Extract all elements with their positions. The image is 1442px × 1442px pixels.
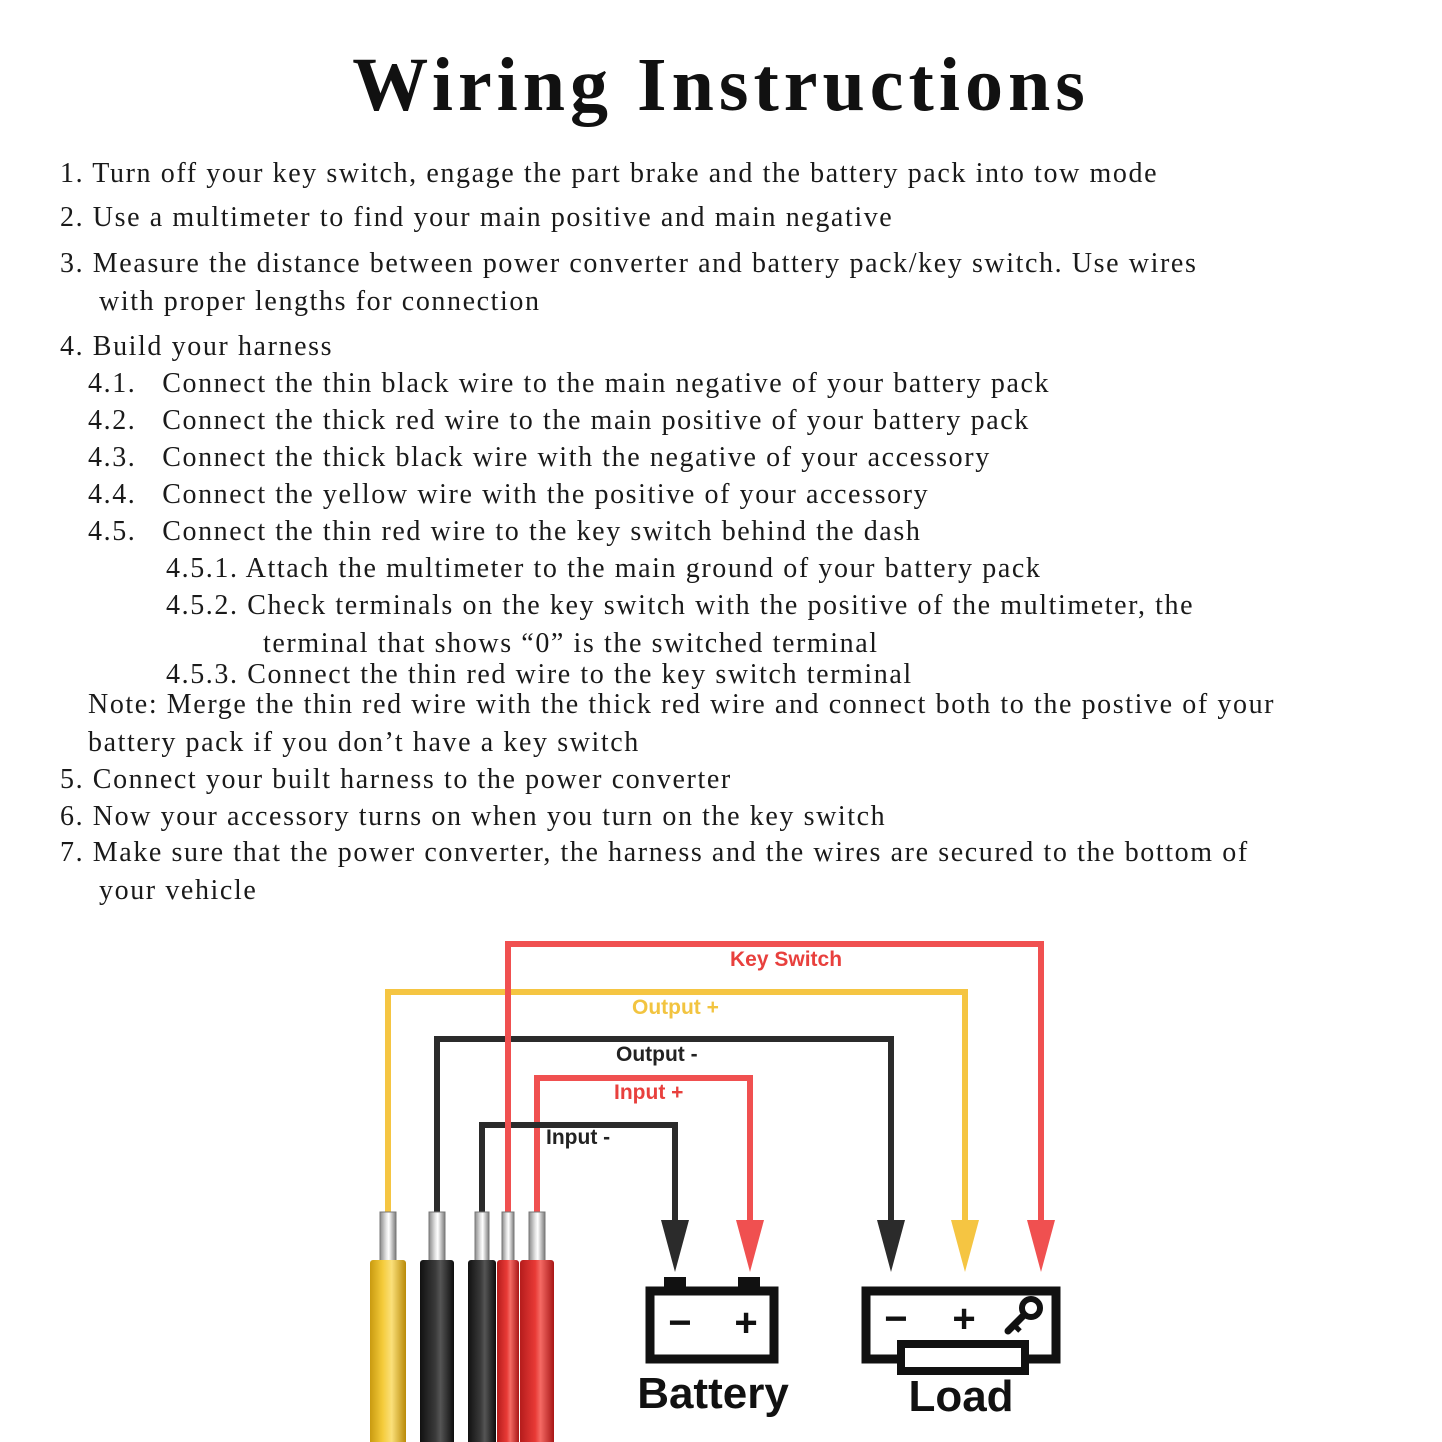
- input-positive-arrow: [736, 1220, 764, 1272]
- output-positive-wire: [385, 989, 968, 1222]
- load-plus-sign: +: [952, 1297, 975, 1341]
- thin-black-cable-end: [468, 1211, 496, 1442]
- output-negative-arrow: [877, 1220, 905, 1272]
- input-positive-wire: [534, 1075, 753, 1222]
- thick-black-cable-end: [420, 1211, 454, 1442]
- step-5: 5. Connect your built harness to the pow…: [60, 764, 732, 795]
- step-4-4: 4.4. Connect the yellow wire with the po…: [88, 479, 930, 510]
- step-4-5-3: 4.5.3. Connect the thin red wire to the …: [166, 659, 913, 690]
- thick-red-cable-end: [520, 1211, 554, 1442]
- step-4-5-2-continued: terminal that shows “0” is the switched …: [263, 628, 879, 659]
- battery-minus-sign: −: [668, 1301, 691, 1345]
- step-4-5-2: 4.5.2. Check terminals on the key switch…: [166, 590, 1195, 621]
- step-4-5-1: 4.5.1. Attach the multimeter to the main…: [166, 553, 1042, 584]
- load-label: Load: [908, 1372, 1013, 1421]
- step-2: 2. Use a multimeter to find your main po…: [60, 202, 894, 233]
- thin-red-cable-end: [497, 1211, 519, 1442]
- step-7-continued: your vehicle: [99, 875, 258, 906]
- input-negative-arrow: [661, 1220, 689, 1272]
- note: Note: Merge the thin red wire with the t…: [88, 689, 1276, 720]
- load-icon: − +: [861, 1286, 1061, 1375]
- yellow-cable-end: [370, 1211, 406, 1442]
- note-continued: battery pack if you don’t have a key swi…: [88, 727, 640, 758]
- input-positive-label: Input +: [614, 1081, 683, 1104]
- key-switch-arrow: [1027, 1220, 1055, 1272]
- input-negative-wire: [479, 1122, 678, 1222]
- step-3-continued: with proper lengths for connection: [99, 286, 541, 317]
- key-switch-label: Key Switch: [730, 948, 842, 971]
- page-title: Wiring Instructions: [352, 43, 1090, 127]
- step-1: 1. Turn off your key switch, engage the …: [60, 158, 1159, 189]
- step-4-5: 4.5. Connect the thin red wire to the ke…: [88, 516, 922, 547]
- battery-label: Battery: [637, 1369, 789, 1418]
- load-minus-sign: −: [884, 1297, 907, 1341]
- step-4-2: 4.2. Connect the thick red wire to the m…: [88, 405, 1030, 436]
- output-positive-arrow: [951, 1220, 979, 1272]
- key-switch-wire: [505, 941, 1044, 1222]
- step-4-1: 4.1. Connect the thin black wire to the …: [88, 368, 1051, 399]
- output-negative-wire: [434, 1036, 894, 1222]
- battery-icon: − +: [645, 1277, 779, 1364]
- output-positive-label: Output +: [632, 996, 719, 1019]
- step-4-3: 4.3. Connect the thick black wire with t…: [88, 442, 991, 473]
- step-3: 3. Measure the distance between power co…: [60, 248, 1198, 279]
- battery-plus-sign: +: [734, 1301, 757, 1345]
- step-4: 4. Build your harness: [60, 331, 334, 362]
- input-negative-label: Input -: [546, 1126, 610, 1149]
- step-7: 7. Make sure that the power converter, t…: [60, 837, 1249, 868]
- step-6: 6. Now your accessory turns on when you …: [60, 801, 887, 832]
- output-negative-label: Output -: [616, 1043, 698, 1066]
- key-icon: [1004, 1296, 1043, 1335]
